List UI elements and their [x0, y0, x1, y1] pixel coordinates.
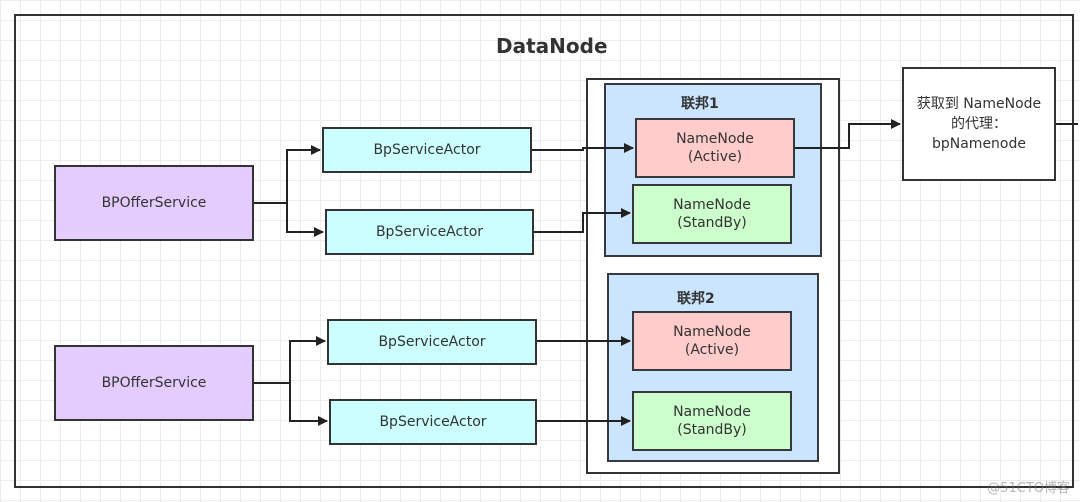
edge-actor1-active1 — [532, 143, 634, 153]
edge-offer2-actor4 — [289, 383, 328, 426]
namenode-standby-1-state: (StandBy) — [677, 215, 747, 231]
edge-offer1-actor2 — [286, 203, 324, 237]
namenode-active-2-state: (Active) — [684, 342, 740, 358]
proxy-line-3: bpNamenode — [931, 136, 1026, 152]
watermark: @51CTO博客 — [987, 481, 1070, 496]
bp-service-actor-4-label: BpServiceActor — [379, 414, 487, 430]
namenode-standby-1-name: NameNode — [673, 197, 751, 213]
namenode-standby-2-state: (StandBy) — [677, 422, 747, 438]
namenode-active-1-state: (Active) — [687, 149, 743, 165]
proxy-line-2: 的代理： — [951, 116, 1007, 132]
bp-offer-service-1[interactable]: BPOfferService — [54, 165, 254, 241]
bp-service-actor-1[interactable]: BpServiceActor — [322, 127, 532, 173]
bp-offer-service-2-label: BPOfferService — [101, 375, 207, 391]
namenode-active-1-name: NameNode — [676, 131, 754, 147]
bp-offer-service-1-label: BPOfferService — [101, 195, 207, 211]
namenode-standby-2[interactable]: NameNode (StandBy) — [632, 391, 792, 451]
datanode-container — [14, 14, 1074, 488]
federation-2-label: 联邦2 — [677, 291, 715, 307]
datanode-title: DataNode — [496, 34, 608, 58]
edge-offer1-actor1 — [254, 145, 321, 204]
bp-service-actor-1-label: BpServiceActor — [373, 142, 481, 158]
bp-service-actor-2-label: BpServiceActor — [375, 224, 484, 240]
proxy-line-1: 获取到 NameNode — [916, 96, 1042, 112]
bp-service-actor-3[interactable]: BpServiceActor — [327, 319, 537, 365]
edge-offer2-actor3 — [254, 336, 326, 384]
namenode-standby-1[interactable]: NameNode (StandBy) — [632, 184, 792, 244]
bp-service-actor-2[interactable]: BpServiceActor — [325, 209, 534, 255]
namenode-active-1[interactable]: NameNode (Active) — [635, 118, 795, 178]
edge-active1-proxy — [795, 119, 901, 149]
namenode-proxy-box[interactable]: 获取到 NameNode 的代理： bpNamenode — [902, 67, 1056, 181]
namenode-active-2[interactable]: NameNode (Active) — [632, 311, 792, 371]
edge-actor2-standby1 — [534, 208, 631, 233]
namenode-standby-2-name: NameNode — [673, 404, 751, 420]
namenode-active-2-name: NameNode — [673, 324, 751, 340]
bp-service-actor-4[interactable]: BpServiceActor — [329, 399, 537, 445]
federation-1-label: 联邦1 — [681, 96, 719, 112]
bp-offer-service-2[interactable]: BPOfferService — [54, 345, 254, 421]
bp-service-actor-3-label: BpServiceActor — [378, 334, 486, 350]
